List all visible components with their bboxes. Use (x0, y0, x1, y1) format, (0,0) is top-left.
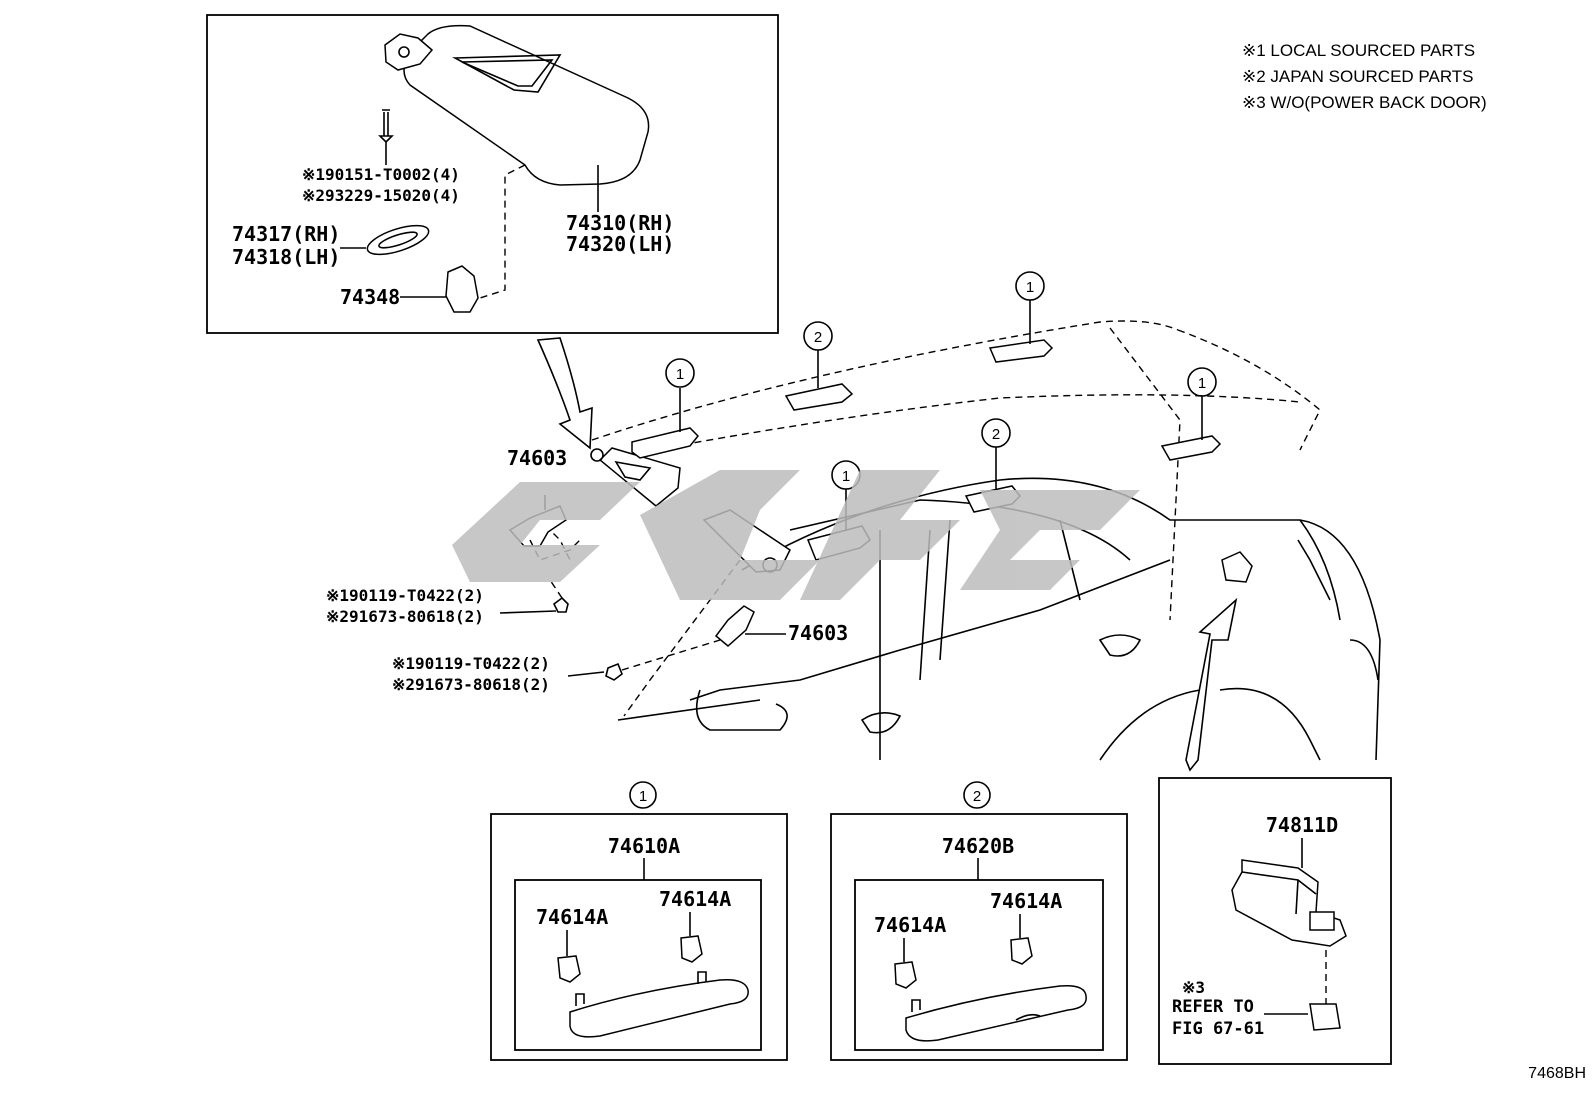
inset-grip-2-inner-frame (854, 879, 1104, 1051)
watermark-shape-4 (960, 490, 1140, 590)
legend-note-1: ※1 LOCAL SOURCED PARTS (1242, 41, 1475, 60)
label-ring-rh: 74317(RH) (232, 222, 340, 246)
svg-text:1: 1 (676, 366, 684, 383)
inset-grip-2-clip-right: 74614A (990, 889, 1062, 913)
inset-grip-2: 2 74620B 74614A 74614A (830, 781, 1128, 1061)
label-visor-rh: 74310(RH) (566, 211, 674, 235)
grip-handle-drawing (569, 978, 749, 1038)
inset-grip-1-callout: 1 (639, 788, 647, 805)
inset-grip-1-frame (490, 813, 788, 1061)
svg-text:2: 2 (814, 329, 822, 346)
label-bolt-a-1: ※190119-T0422(2) (326, 586, 484, 605)
inset-grip-1: 1 74610A 74614A 74614A (490, 781, 788, 1061)
inset-sun-visor: ※190151-T0002(4) ※293229-15020(4) 74310(… (206, 14, 779, 334)
inset-lamp-frame (1158, 777, 1392, 1065)
svg-text:1: 1 (1198, 375, 1206, 392)
lamp-connector-drawing (1309, 1003, 1341, 1031)
watermark-shape-1 (452, 482, 640, 582)
label-screw-1: ※190151-T0002(4) (302, 165, 460, 184)
bolt-a-drawing (552, 596, 569, 613)
inset-grip-2-callout: 2 (973, 788, 981, 805)
clip-drawing (680, 935, 703, 963)
lamp-switch-drawing (1309, 911, 1335, 931)
label-bolt-a-2: ※291673-80618(2) (326, 607, 484, 626)
label-bolt-b-2: ※291673-80618(2) (392, 675, 550, 694)
inset-grip-2-callout-circle (963, 781, 991, 809)
label-bracket-top: 74603 (507, 446, 567, 470)
legend: ※1 LOCAL SOURCED PARTS ※2 JAPAN SOURCED … (1242, 41, 1487, 112)
inset-grip-2-frame (830, 813, 1128, 1061)
inset-grip-2-clip-left: 74614A (874, 913, 946, 937)
label-ring-lh: 74318(LH) (232, 245, 340, 269)
visor-holder-drawing (445, 265, 479, 313)
inset-lamp: 74811D ※3 REFER TO FIG 67-61 (1158, 777, 1392, 1065)
watermark-shape-2 (640, 470, 820, 600)
inset-grip-1-clip-left: 74614A (536, 905, 608, 929)
clip-drawing (894, 961, 917, 989)
inset-grip-1-clip-right: 74614A (659, 887, 731, 911)
inset-grip-1-inner-frame (514, 879, 762, 1051)
pointer-arrow-lamp (1185, 597, 1238, 772)
clip-drawing (1010, 937, 1033, 965)
label-bolt-b-1: ※190119-T0422(2) (392, 654, 550, 673)
pointer-arrow-visor (536, 337, 593, 450)
watermark-shape-3 (800, 470, 960, 600)
inset-lamp-refer-1: REFER TO (1172, 997, 1254, 1017)
figure-code: 7468BH (1528, 1065, 1586, 1082)
legend-note-2: ※2 JAPAN SOURCED PARTS (1242, 67, 1474, 86)
label-screw-2: ※293229-15020(4) (302, 186, 460, 205)
label-bracket-side: 74603 (788, 621, 848, 645)
inset-lamp-refer-2: FIG 67-61 (1172, 1019, 1264, 1039)
inset-grip-1-assembly: 74610A (608, 834, 680, 858)
bolt-b-drawing (605, 662, 623, 681)
inset-grip-1-callout-circle (629, 781, 657, 809)
clip-drawing (557, 955, 581, 983)
car-lamp-drawing (1221, 551, 1253, 583)
label-holder: 74348 (340, 285, 400, 309)
legend-note-3: ※3 W/O(POWER BACK DOOR) (1242, 93, 1487, 112)
inset-lamp-note-mark: ※3 (1182, 978, 1205, 997)
ring-drawing (366, 224, 430, 256)
bracket-74603-side-drawing (714, 605, 755, 647)
inset-lamp-part: 74811D (1266, 813, 1338, 837)
svg-text:1: 1 (842, 468, 850, 485)
grip-handle-drawing (905, 984, 1087, 1042)
inset-visor-frame (206, 14, 779, 334)
vanity-mirror-drawing (452, 54, 562, 93)
svg-text:1: 1 (1026, 279, 1034, 296)
sun-visor-drawing (403, 24, 650, 186)
inset-grip-2-assembly: 74620B (942, 834, 1014, 858)
watermark-logo (452, 470, 1140, 600)
label-visor-lh: 74320(LH) (566, 232, 674, 256)
svg-text:2: 2 (992, 426, 1000, 443)
screw-drawing (378, 109, 394, 144)
